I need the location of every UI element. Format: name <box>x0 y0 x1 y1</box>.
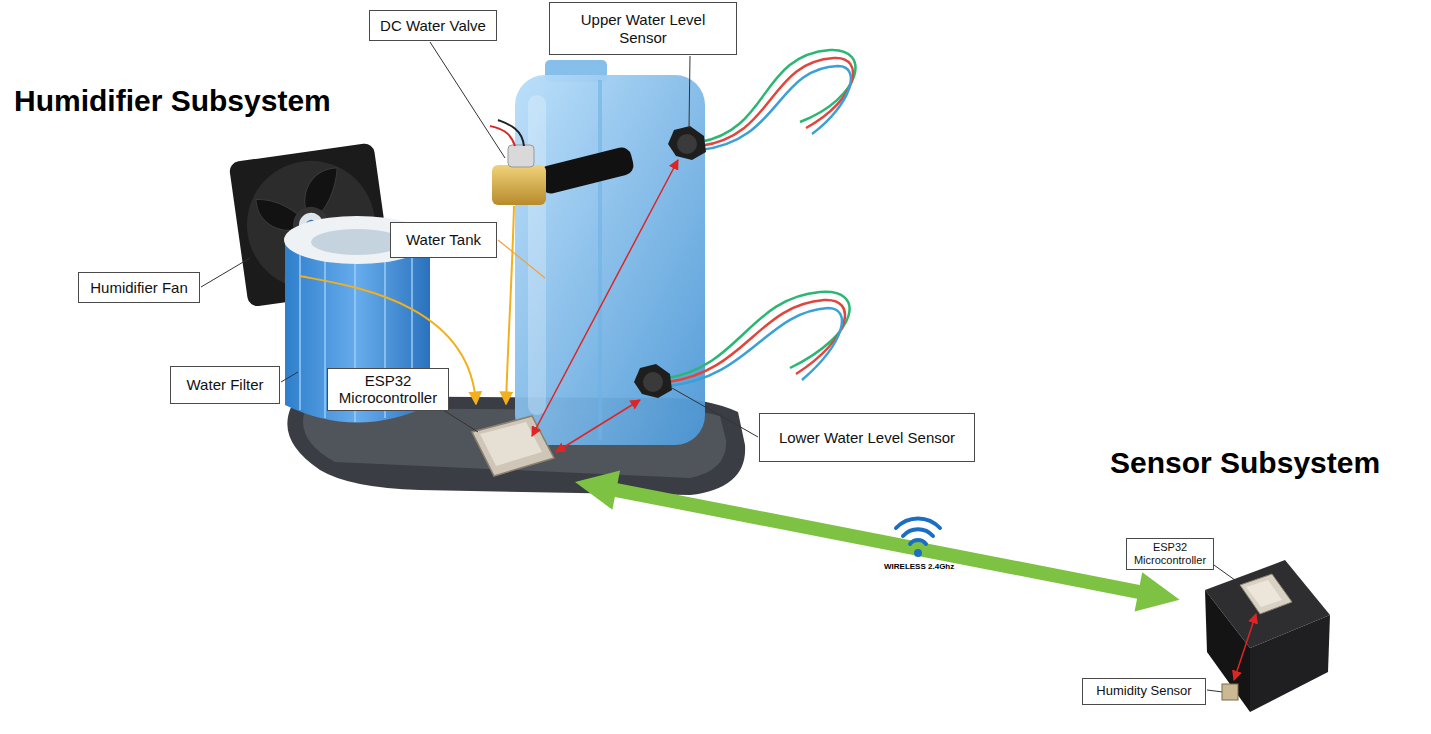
callout-box: DC Water Valve <box>369 10 497 41</box>
callout-text: Water Filter <box>187 376 264 393</box>
callout-text: ESP32 Microcontroller <box>1130 541 1210 566</box>
callout-box: Lower Water Level Sensor <box>759 413 975 462</box>
callout-text: Humidity Sensor <box>1096 684 1191 699</box>
callout-text: DC Water Valve <box>380 17 486 34</box>
lower-level-sensor <box>634 292 850 398</box>
callout-text: Humidifier Fan <box>90 279 188 296</box>
subsystem-heading: Sensor Subsystem <box>1110 446 1380 480</box>
callout-box: Humidifier Fan <box>78 272 200 303</box>
signal-arrow <box>556 400 640 452</box>
water-valve <box>490 120 636 205</box>
leader-line <box>498 240 545 278</box>
sensor-enclosure <box>1205 560 1330 712</box>
callout-text: ESP32 Microcontroller <box>334 372 442 407</box>
callout-box: Water Tank <box>390 222 497 258</box>
esp32-chip <box>472 416 554 476</box>
callout-box: ESP32 Microcontroller <box>1126 538 1214 570</box>
wireless-link <box>571 462 1183 619</box>
callout-text: Water Tank <box>406 231 481 248</box>
flow-arrow <box>506 206 514 404</box>
diagram-title: Humidifier Subsystem <box>14 84 331 118</box>
signal-arrow <box>532 160 678 436</box>
callout-box: Upper Water Level Sensor <box>549 2 737 55</box>
callout-box: Water Filter <box>170 366 280 404</box>
callout-box: Humidity Sensor <box>1082 678 1206 705</box>
callout-text: Lower Water Level Sensor <box>779 429 955 446</box>
upper-level-sensor <box>668 50 855 160</box>
leader-lines <box>201 42 1246 692</box>
water-tank <box>515 60 705 445</box>
callout-text: Upper Water Level Sensor <box>556 11 730 46</box>
wifi-icon <box>896 518 940 557</box>
wireless-label: WIRELESS 2.4Ghz <box>884 562 954 571</box>
callout-box: ESP32 Microcontroller <box>327 368 449 411</box>
